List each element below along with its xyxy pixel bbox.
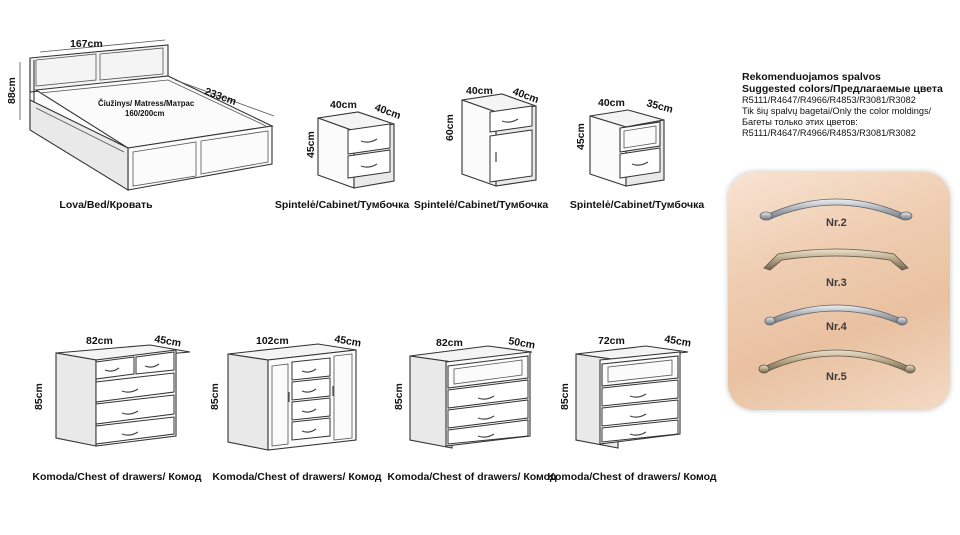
mattress-label: Čiužinys/ Matress/Матрас xyxy=(98,99,195,108)
cabinet-3-height: 45cm xyxy=(575,123,587,150)
handles-svg: Nr.2 Nr.3 Nr.4 Nr.5 xyxy=(758,198,916,383)
chest-1-depth: 45cm xyxy=(153,333,182,349)
chest-3-drawing: 82cm 50cm 85cm Komoda/Chest of drawers/ … xyxy=(387,335,557,483)
moldings-codes: R5111/R4647/R4966/R4853/R3081/R3082 xyxy=(742,128,916,138)
moldings-note-ru: Багеты только этих цветов: xyxy=(742,117,858,127)
handle-nr5-label: Nr.5 xyxy=(826,371,847,383)
handle-nr3-icon xyxy=(763,248,909,271)
chest-4-drawing: 72cm 45cm 85cm Komoda/Chest of drawers/ … xyxy=(547,333,717,483)
color-info: Rekomenduojamos spalvos Suggested colors… xyxy=(742,71,957,139)
colors-title-en-ru: Suggested colors/Предлагаемые цвета xyxy=(742,83,943,95)
chest-3-width: 82cm xyxy=(436,337,463,349)
colors-codes: R5111/R4647/R4966/R4853/R3081/R3082 xyxy=(742,95,916,105)
cabinet-1-height: 45cm xyxy=(305,131,317,158)
chest-4-depth: 45cm xyxy=(663,333,692,349)
handle-nr5-icon xyxy=(758,349,916,374)
cabinet-1-width: 40cm xyxy=(330,99,357,111)
handle-nr2-icon xyxy=(759,198,913,221)
chest-3-height: 85cm xyxy=(393,383,405,410)
chest-2-caption: Komoda/Chest of drawers/ Комод xyxy=(212,471,382,483)
handle-nr4-icon xyxy=(764,304,908,326)
handles-panel: Nr.2 Nr.3 Nr.4 Nr.5 xyxy=(728,172,950,410)
handle-nr3-label: Nr.3 xyxy=(826,277,847,289)
cabinet-3-drawing: 40cm 35cm 45cm Spintelė/Cabinet/Тумбочка xyxy=(570,97,705,211)
moldings-note: Tik šių spalvų bagetai/Only the color mo… xyxy=(742,106,932,116)
chest-4-height: 85cm xyxy=(559,383,571,410)
cabinet-1-caption: Spintelė/Cabinet/Тумбочка xyxy=(275,199,410,211)
colors-title-lt: Rekomenduojamos spalvos xyxy=(742,71,881,83)
chest-2-height: 85cm xyxy=(209,383,221,410)
chest-1-drawing: 82cm 45cm 85cm Komoda/Chest of drawers/ … xyxy=(32,333,202,483)
chest-1-width: 82cm xyxy=(86,335,113,347)
handle-nr4-label: Nr.4 xyxy=(826,321,848,333)
chest-2-depth: 45cm xyxy=(333,333,362,349)
cabinet-3-width: 40cm xyxy=(598,97,625,109)
bed-width-label: 167cm xyxy=(70,38,103,50)
chest-1-height: 85cm xyxy=(33,383,45,410)
chest-3-caption: Komoda/Chest of drawers/ Комод xyxy=(387,471,557,483)
cabinet-2-height: 60cm xyxy=(444,114,456,141)
bed-caption: Lova/Bed/Кровать xyxy=(59,199,153,211)
cabinet-3-depth: 35cm xyxy=(645,97,674,116)
cabinet-3-caption: Spintelė/Cabinet/Тумбочка xyxy=(570,199,705,211)
mattress-size-label: 160/200cm xyxy=(125,109,165,118)
chest-2-width: 102cm xyxy=(256,335,289,347)
cabinet-1-drawing: 40cm 40cm 45cm Spintelė/Cabinet/Тумбочка xyxy=(275,99,410,211)
chest-1-caption: Komoda/Chest of drawers/ Комод xyxy=(32,471,202,483)
handle-nr2-label: Nr.2 xyxy=(826,217,847,229)
chest-4-caption: Komoda/Chest of drawers/ Комод xyxy=(547,471,717,483)
chest-3-depth: 50cm xyxy=(507,335,536,351)
cabinet-2-drawing: 40cm 40cm 60cm Spintelė/Cabinet/Тумбочка xyxy=(414,85,549,211)
chest-4-width: 72cm xyxy=(598,335,625,347)
bed-drawing: 167cm 233cm 88cm Čiužinys/ Matress/Матра… xyxy=(6,38,275,211)
chest-2-drawing: 102cm 45cm 85cm Komoda/Chest of drawers/… xyxy=(209,333,382,483)
cabinet-2-caption: Spintelė/Cabinet/Тумбочка xyxy=(414,199,549,211)
bed-height-label: 88cm xyxy=(6,77,18,104)
cabinet-2-width: 40cm xyxy=(466,85,493,97)
